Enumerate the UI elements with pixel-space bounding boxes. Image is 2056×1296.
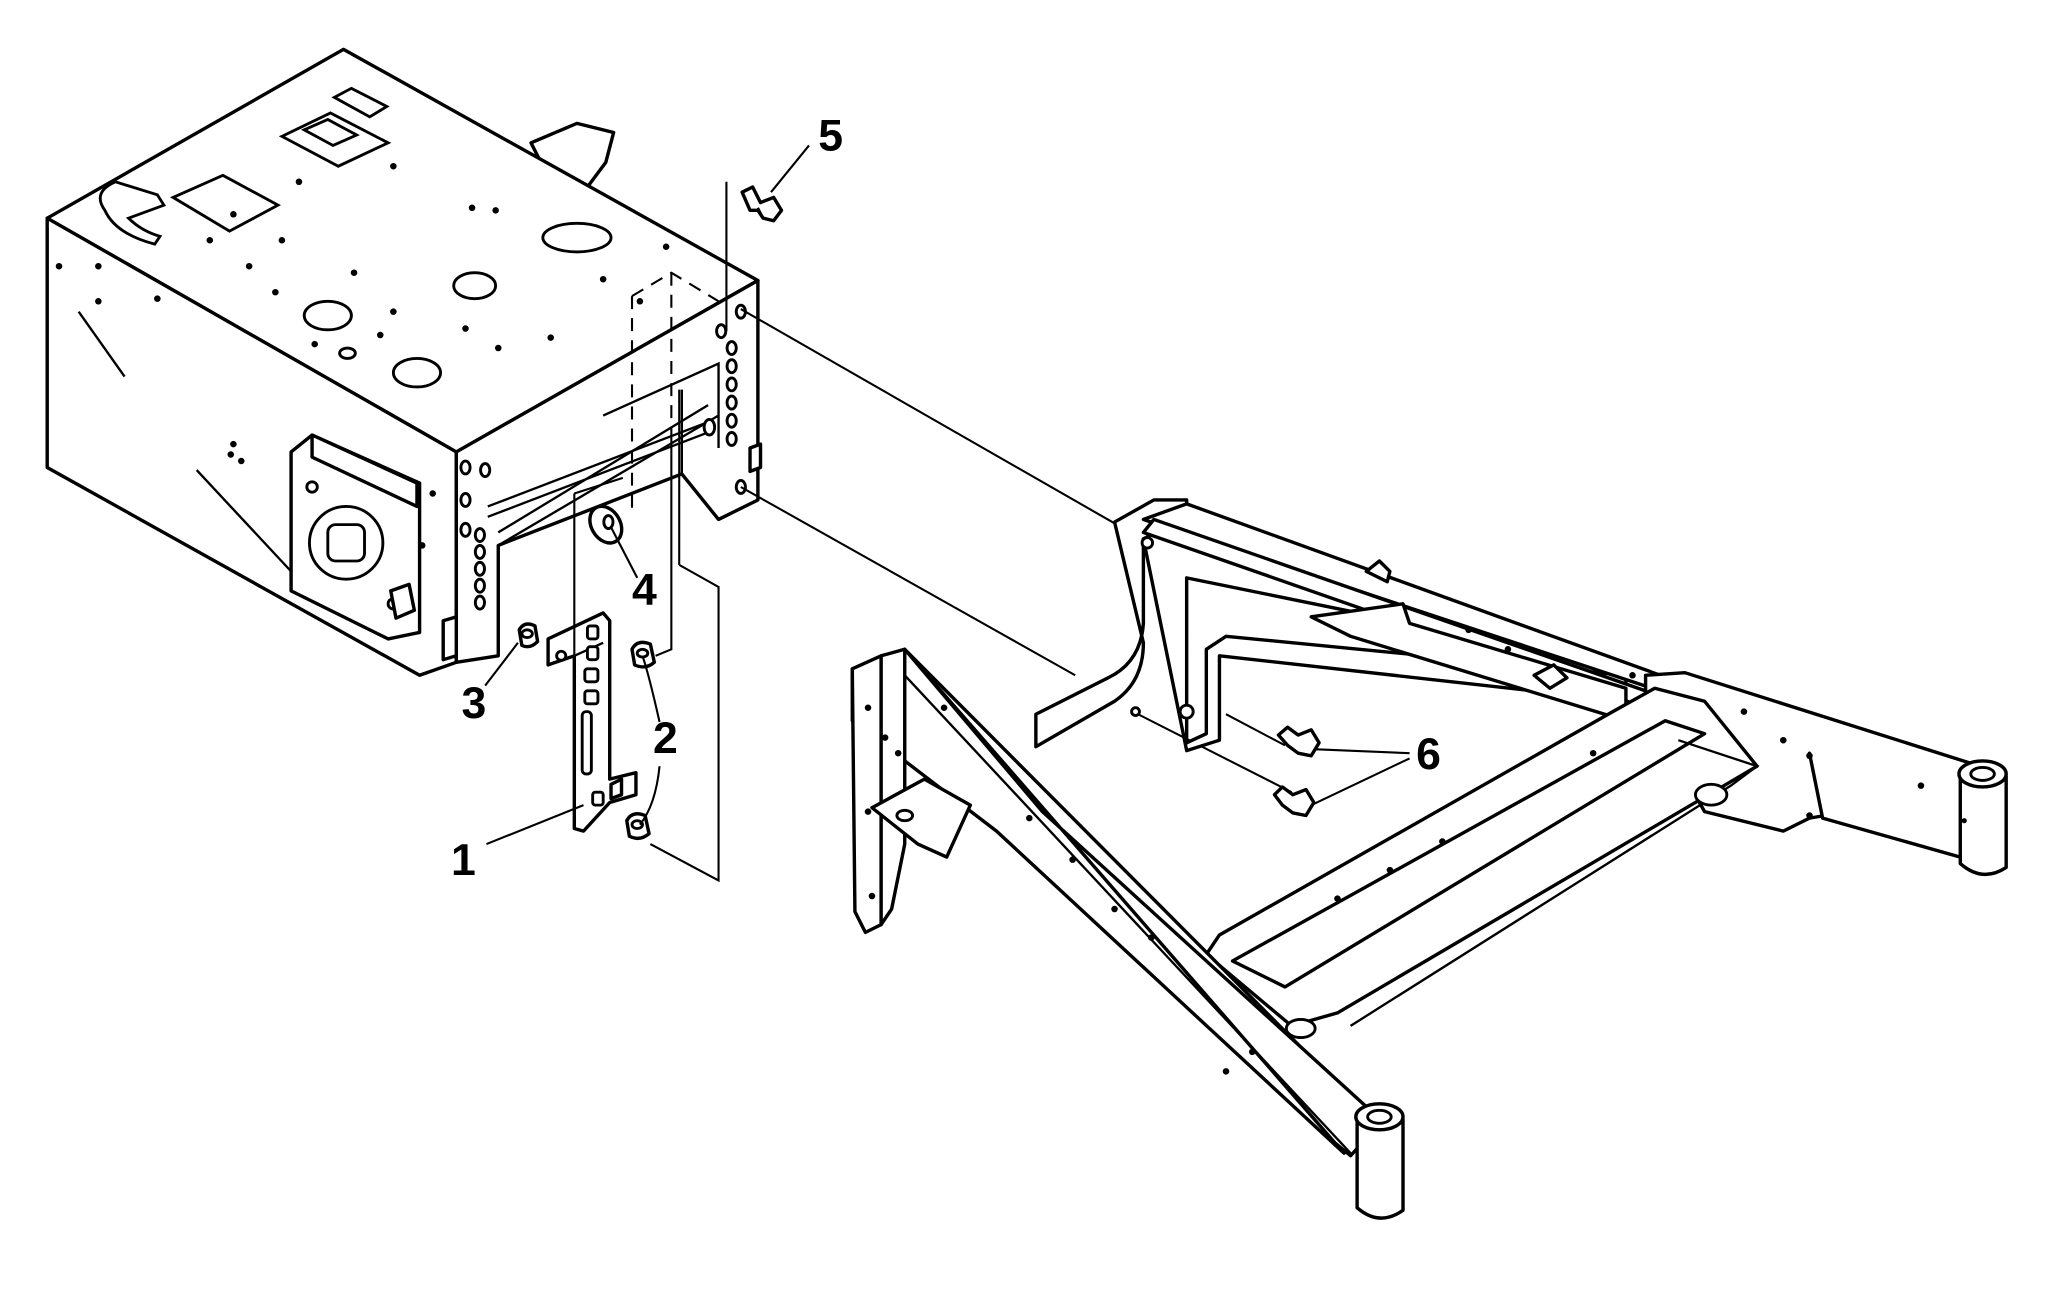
flange-nut-2-upper	[630, 640, 657, 669]
callout-3: 3	[462, 679, 487, 728]
shoulder-bolt-6-lower	[1272, 785, 1316, 818]
support-bracket	[546, 611, 638, 833]
callout-6: 6	[1416, 730, 1441, 779]
callout-5: 5	[818, 112, 843, 161]
main-chassis-frame	[45, 47, 763, 677]
callout-4: 4	[632, 566, 657, 615]
callout-1: 1	[451, 836, 476, 885]
callout-2: 2	[653, 714, 678, 763]
shoulder-bolt-6-upper	[1276, 725, 1321, 758]
deck-subframe	[850, 498, 2008, 1220]
bolt-5	[740, 185, 784, 223]
flange-nut-3	[517, 622, 540, 649]
callout-labels: 1 2 3 4 5 6	[451, 112, 1441, 885]
assembly-guide-lines	[573, 181, 1293, 883]
callout-leaders	[484, 144, 1411, 846]
